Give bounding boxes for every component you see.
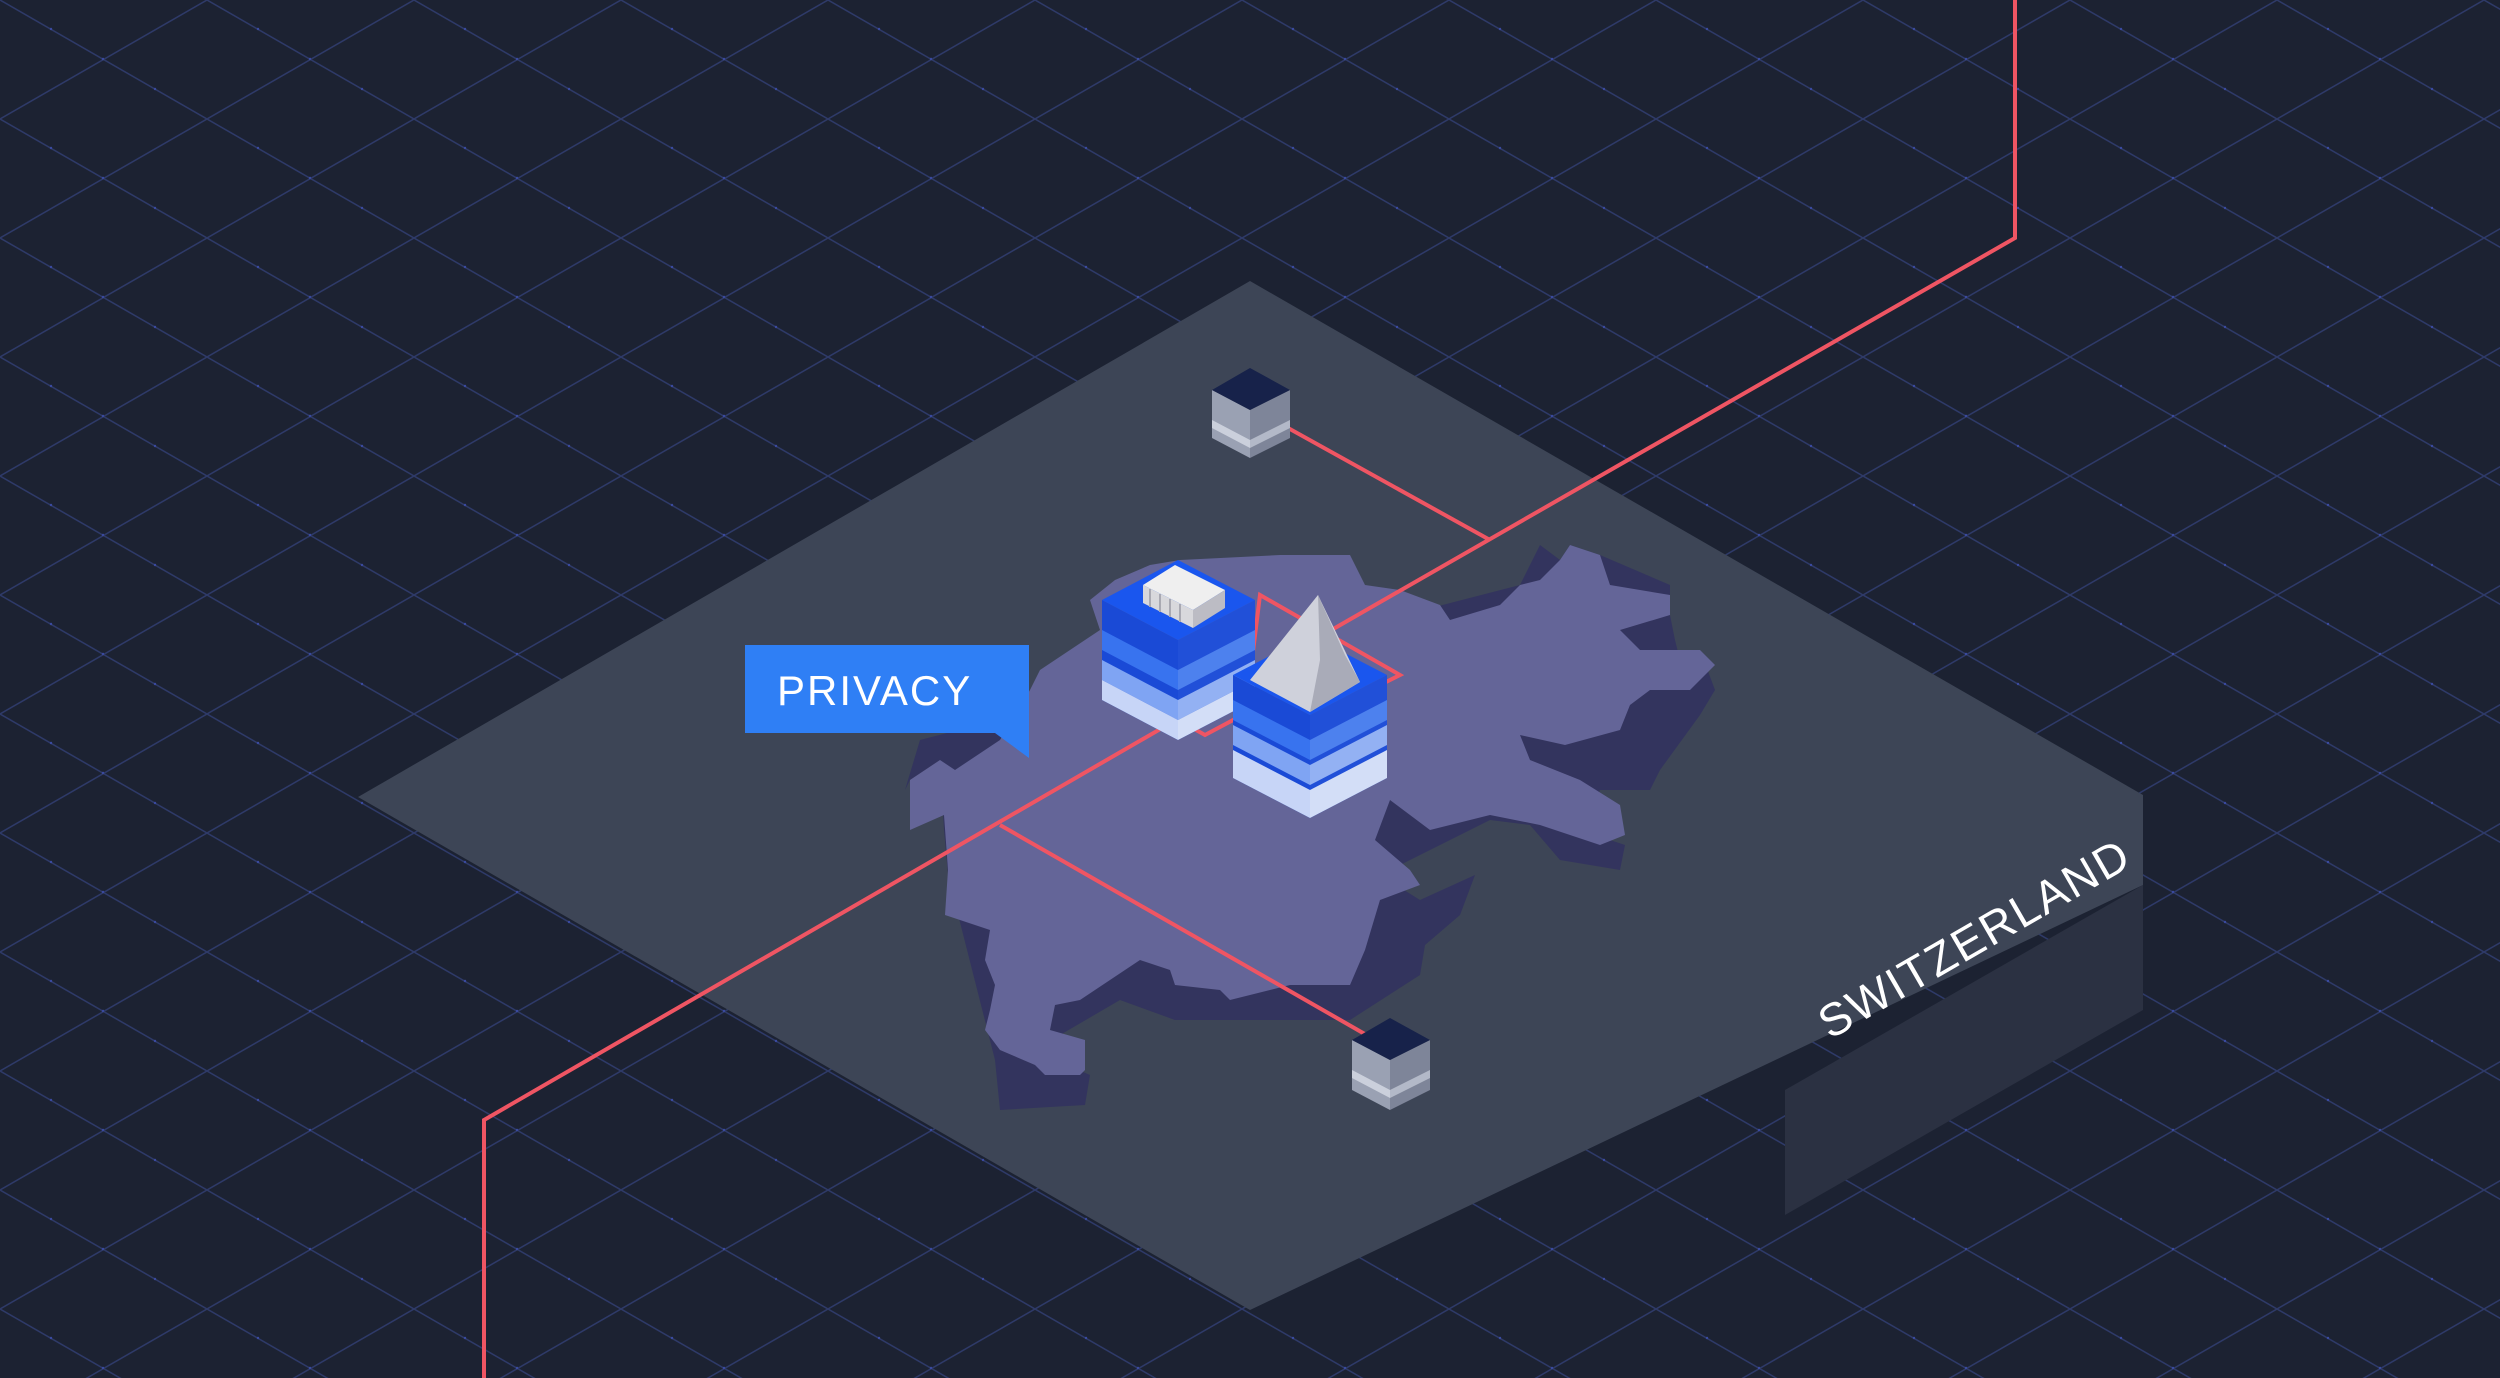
privacy-label: PRIVACY xyxy=(777,667,972,714)
privacy-callout: PRIVACY xyxy=(745,645,1029,758)
network-line-top-node xyxy=(1269,416,1491,542)
network-line-bottom-node xyxy=(999,823,1371,1039)
network-node-icon xyxy=(1212,368,1290,458)
server-block-icon xyxy=(1102,560,1255,740)
network-node-icon xyxy=(1352,1018,1430,1110)
network-line-main xyxy=(482,0,2017,1378)
mountain-block-icon xyxy=(1233,595,1387,818)
